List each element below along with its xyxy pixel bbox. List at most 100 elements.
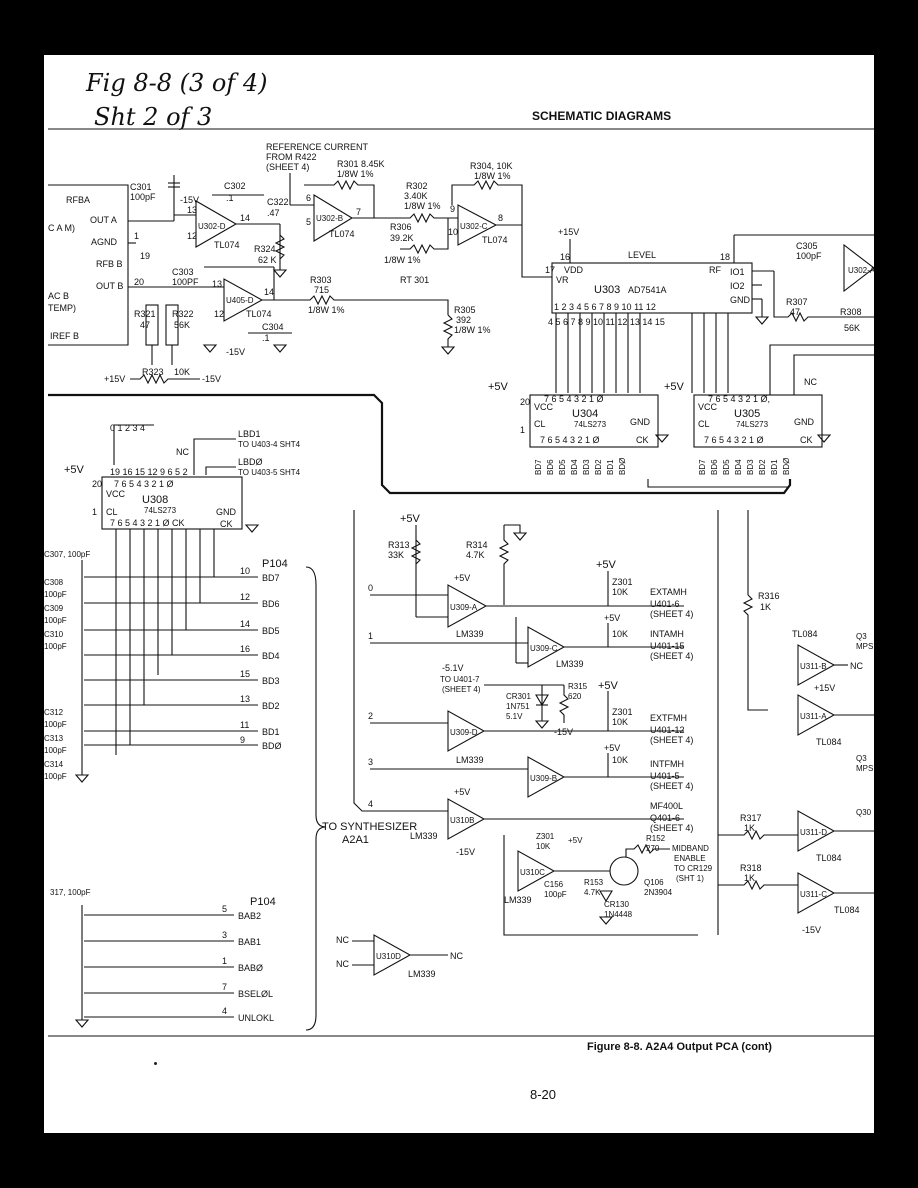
wire-u305-right-b [793,354,874,395]
svg-text:100pF: 100pF [44,720,67,729]
lbd0-label: LBDØ [238,457,263,467]
r307-label: R307 [786,297,808,307]
extamh-dest: U401-6 [650,599,680,609]
bab0-out: BABØ [238,963,263,973]
u302c-opamp [457,204,498,246]
c305-label: C305 [796,241,818,251]
u310b-comparator [447,798,486,840]
u303-pin18: 18 [720,252,730,262]
bab1-pin: 3 [222,930,227,940]
u309c-comparator [527,626,566,668]
r305-label: R305 [454,305,476,315]
svg-text:100pF: 100pF [44,772,67,781]
neg15v-u405d: -15V [226,347,245,357]
circuit-diagram: RFBA OUT A C A M) AGND RFB B OUT B AC B … [44,128,874,1037]
u308-bus-bits: 0 1 2 3 4 [110,423,145,433]
a2a1-label: A2A1 [342,834,369,846]
bd6-out: BD6 [262,599,280,609]
r308-label: R308 [840,307,862,317]
u303-lower-pins: 4 5 6 7 8 9 10 11 12 13 14 15 [548,317,665,327]
r324-label: R324 [254,244,276,254]
pin6-label: 6 [306,193,311,203]
pin5-label: 5 [306,217,311,227]
u308-part: 74LS273 [144,506,177,515]
bus-stub [647,479,788,488]
u308-ref: U308 [142,494,168,506]
u305-nc: NC [804,377,817,387]
r307-value: 47 [790,307,800,317]
synth-bracket [305,566,327,1031]
wire-synth-bus [353,510,370,812]
bd3-pin: 15 [240,669,250,679]
bd7-out: BD7 [262,573,280,583]
r317-resistor [718,829,798,841]
r316-label: R316 [758,591,780,601]
intfmh-sheet: (SHEET 4) [650,781,693,791]
c303-label: C303 [172,267,194,277]
cr301-label: CR301 [506,692,531,701]
u311d-type: TL084 [816,853,842,863]
u305-gnd: GND [794,417,815,427]
u303-ref: U303 [594,284,620,296]
bd3-out: BD3 [262,676,280,686]
u303-data-lines [555,313,729,393]
intamh-dest: U401-15 [650,641,685,651]
r153-value: 4.7K [584,888,601,897]
handwritten-figure-note: Fig 8-8 (3 of 4) [86,69,268,97]
pin12b-label: 12 [214,309,224,319]
u311a-type: TL084 [816,737,842,747]
bd0-out: BDØ [262,741,282,751]
svg-text:BD7: BD7 [534,459,543,475]
cr130-label: CR130 [604,900,629,909]
u308-cl: CL [106,507,118,517]
p104-label: P104 [262,558,288,570]
svg-text:100pF: 100pF [44,642,67,651]
u304-ref: U304 [572,408,598,420]
bd4-pin: 16 [240,644,250,654]
pin10-label: 10 [448,227,458,237]
c317-label: 317, 100pF [50,888,91,897]
ground-cr130 [598,916,614,925]
rfbb-label: RFB B [96,259,123,269]
u405d-label: U405-D [226,296,254,305]
u305-vcc: VCC [698,402,718,412]
pin14b-label: 14 [264,287,274,297]
rt301-label: RT 301 [400,275,429,285]
bypass-capacitors: C307, 100pF C308 100pF C309 100pF C310 1… [44,550,90,783]
c304-value: .1 [262,333,270,343]
svg-text:C307, 100pF: C307, 100pF [44,550,90,559]
svg-text:C312: C312 [44,708,64,717]
r307-wire [773,271,874,323]
u309c-label: U309-C [530,644,558,653]
acb-label: AC B [48,291,69,301]
extfmh-dest: U401-12 [650,725,685,735]
q3-label-b: Q3 [856,754,867,763]
u309d-comparator [447,710,486,752]
r324-value: 62 K [258,255,277,265]
svg-text:BD2: BD2 [594,459,603,475]
u309d-type: LM339 [456,755,484,765]
pin7-label: 7 [356,207,361,217]
enable-label: ENABLE [674,854,706,863]
svg-text:BD1: BD1 [606,459,615,475]
u302d-label: U302-D [198,222,226,231]
pin20-label: 20 [134,277,144,287]
r316-resistor [742,594,768,711]
u304-pin1: 1 [520,425,525,435]
u303-gnd: GND [730,295,751,305]
plus5v-u310b: +5V [454,787,470,797]
svg-text:BD3: BD3 [746,459,755,475]
level-label: LEVEL [628,250,656,260]
pin13b-label: 13 [212,279,222,289]
bd0-pin: 9 [240,735,245,745]
u304-bot-pins: 7 6 5 4 3 2 1 Ø [540,435,600,445]
r301-rating: 1/8W 1% [337,169,374,179]
plus15v-u311: +15V [814,683,835,693]
u305-ref: U305 [734,408,760,420]
z301c-label: Z301 [612,707,633,717]
c302-label: C302 [224,181,246,191]
unlokl-out: UNLOKL [238,1013,274,1023]
u405d-type: TL074 [246,309,272,319]
r303-resistor [302,294,424,306]
c301-label: C301 [130,182,152,192]
